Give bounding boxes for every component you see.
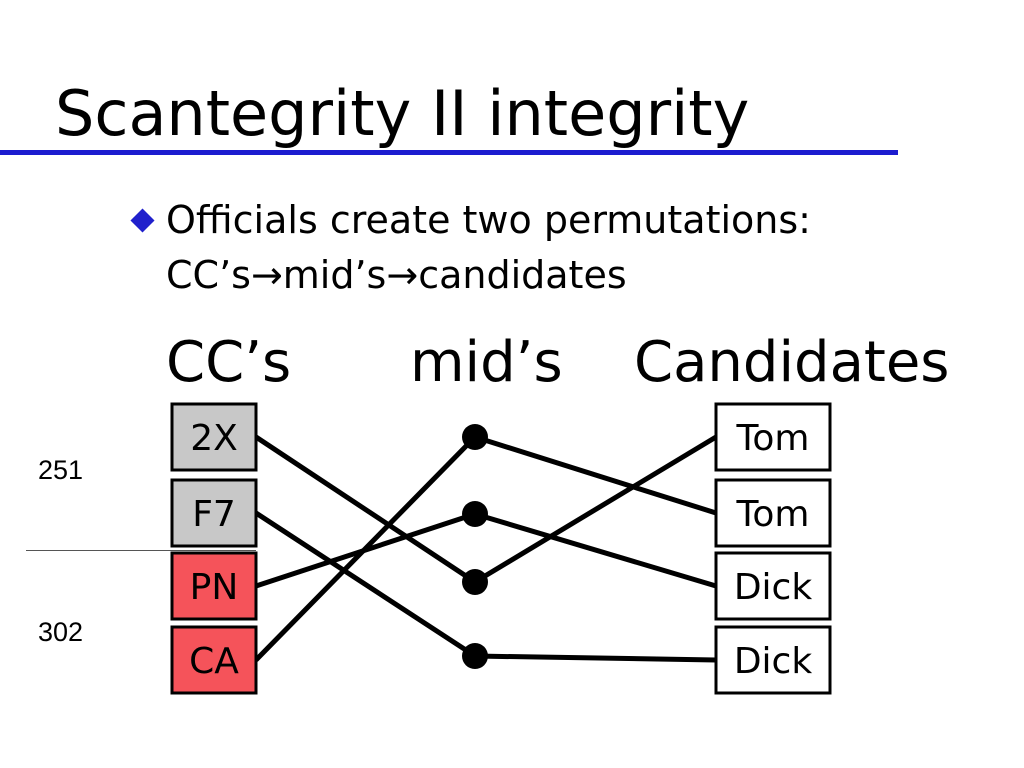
- mid-node: [462, 501, 488, 527]
- candidate-label: Dick: [734, 567, 813, 608]
- candidate-label: Tom: [736, 418, 810, 459]
- cc-box: [170, 551, 258, 621]
- candidate-label: Tom: [736, 494, 810, 535]
- cc-label: PN: [190, 567, 239, 608]
- ballot-label-251: 251: [38, 455, 84, 485]
- candidate-box: [714, 402, 832, 472]
- ballot-divider: [26, 550, 256, 551]
- cc-box: [170, 625, 258, 695]
- cc-to-mid-line: [254, 435, 477, 662]
- cc-label: 2X: [190, 418, 238, 459]
- cc-box: [170, 478, 258, 548]
- cc-to-mid-line: [254, 434, 477, 585]
- mids-heading: mid’s: [410, 330, 563, 395]
- mid-node: [462, 424, 488, 450]
- cc-box: [170, 402, 258, 472]
- candidate-box: [714, 625, 832, 695]
- slide-title: Scantegrity II integrity: [55, 77, 750, 150]
- candidate-box: [714, 551, 832, 621]
- candidates-heading: Candidates: [634, 330, 950, 395]
- bullet-text-line-2: CC’s→mid’s→candidates: [166, 253, 627, 297]
- title-underline: [0, 150, 898, 155]
- candidate-box: [714, 478, 832, 548]
- candidate-label: Dick: [734, 641, 813, 682]
- mid-node: [462, 569, 488, 595]
- mid-node: [462, 643, 488, 669]
- cc-to-mid-line: [254, 510, 477, 659]
- mid-to-candidate-line: [474, 511, 717, 589]
- cc-label: F7: [192, 494, 236, 535]
- bullet-text-line-1: Officials create two permutations:: [166, 198, 811, 242]
- mid-to-candidate-line: [474, 434, 717, 516]
- cc-label: CA: [189, 641, 239, 682]
- mid-to-candidate-line: [473, 434, 718, 585]
- ccs-heading: CC’s: [166, 330, 292, 395]
- ballot-label-302: 302: [38, 617, 84, 647]
- mid-to-candidate-line: [474, 653, 717, 663]
